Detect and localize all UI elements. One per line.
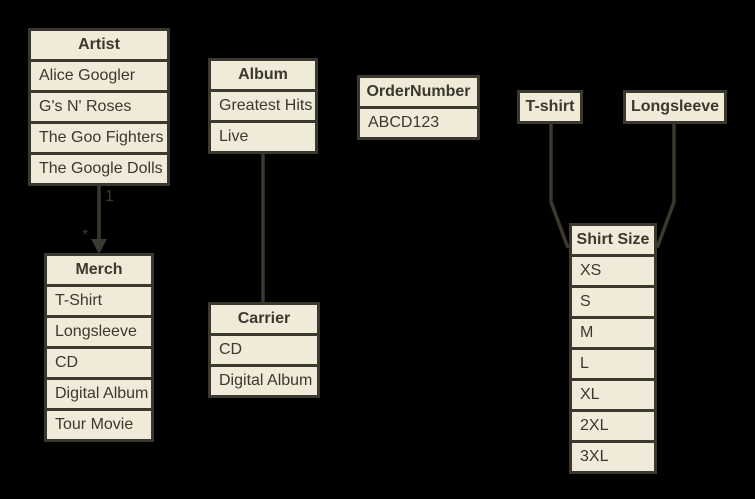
entity-row: CD [47, 349, 151, 377]
entity-ordernumber-title: OrderNumber [360, 78, 477, 106]
entity-row: 2XL [572, 412, 654, 440]
entity-ordernumber: OrderNumber ABCD123 [357, 75, 480, 140]
entity-tshirt-title: T-shirt [520, 93, 580, 121]
entity-merch-title: Merch [47, 256, 151, 284]
multiplicity-label-one: 1 [105, 188, 114, 205]
multiplicity-label-many: * [82, 227, 89, 244]
entity-row: ABCD123 [360, 109, 477, 137]
entity-row: XL [572, 381, 654, 409]
entity-row: Live [211, 123, 315, 151]
entity-carrier-title: Carrier [211, 305, 317, 333]
entity-row: S [572, 288, 654, 316]
entity-ordernumber-rows: ABCD123 [360, 109, 477, 137]
entity-row: Digital Album [211, 367, 317, 395]
entity-album-title: Album [211, 61, 315, 89]
entity-longsleeve-title: Longsleeve [626, 93, 724, 121]
entity-row: M [572, 319, 654, 347]
entity-row: The Google Dolls [31, 155, 167, 183]
connector-artist-merch [91, 186, 107, 254]
entity-row: Digital Album [47, 380, 151, 408]
entity-artist-title: Artist [31, 31, 167, 59]
connector-tshirt-shirtsize [549, 124, 570, 249]
entity-row: XS [572, 257, 654, 285]
connector-longsleeve-shirtsize [655, 124, 676, 249]
entity-shirtsize-title: Shirt Size [572, 226, 654, 254]
entity-row: Greatest Hits [211, 92, 315, 120]
entity-row: G's N' Roses [31, 93, 167, 121]
entity-row: The Goo Fighters [31, 124, 167, 152]
entity-carrier-rows: CD Digital Album [211, 336, 317, 395]
entity-row: Tour Movie [47, 411, 151, 439]
entity-carrier: Carrier CD Digital Album [208, 302, 320, 398]
entity-row: CD [211, 336, 317, 364]
entity-row: L [572, 350, 654, 378]
entity-tshirt: T-shirt [517, 90, 583, 124]
entity-longsleeve: Longsleeve [623, 90, 727, 124]
entity-row: Alice Googler [31, 62, 167, 90]
entity-row: Longsleeve [47, 318, 151, 346]
entity-row: T-Shirt [47, 287, 151, 315]
entity-row: 3XL [572, 443, 654, 471]
